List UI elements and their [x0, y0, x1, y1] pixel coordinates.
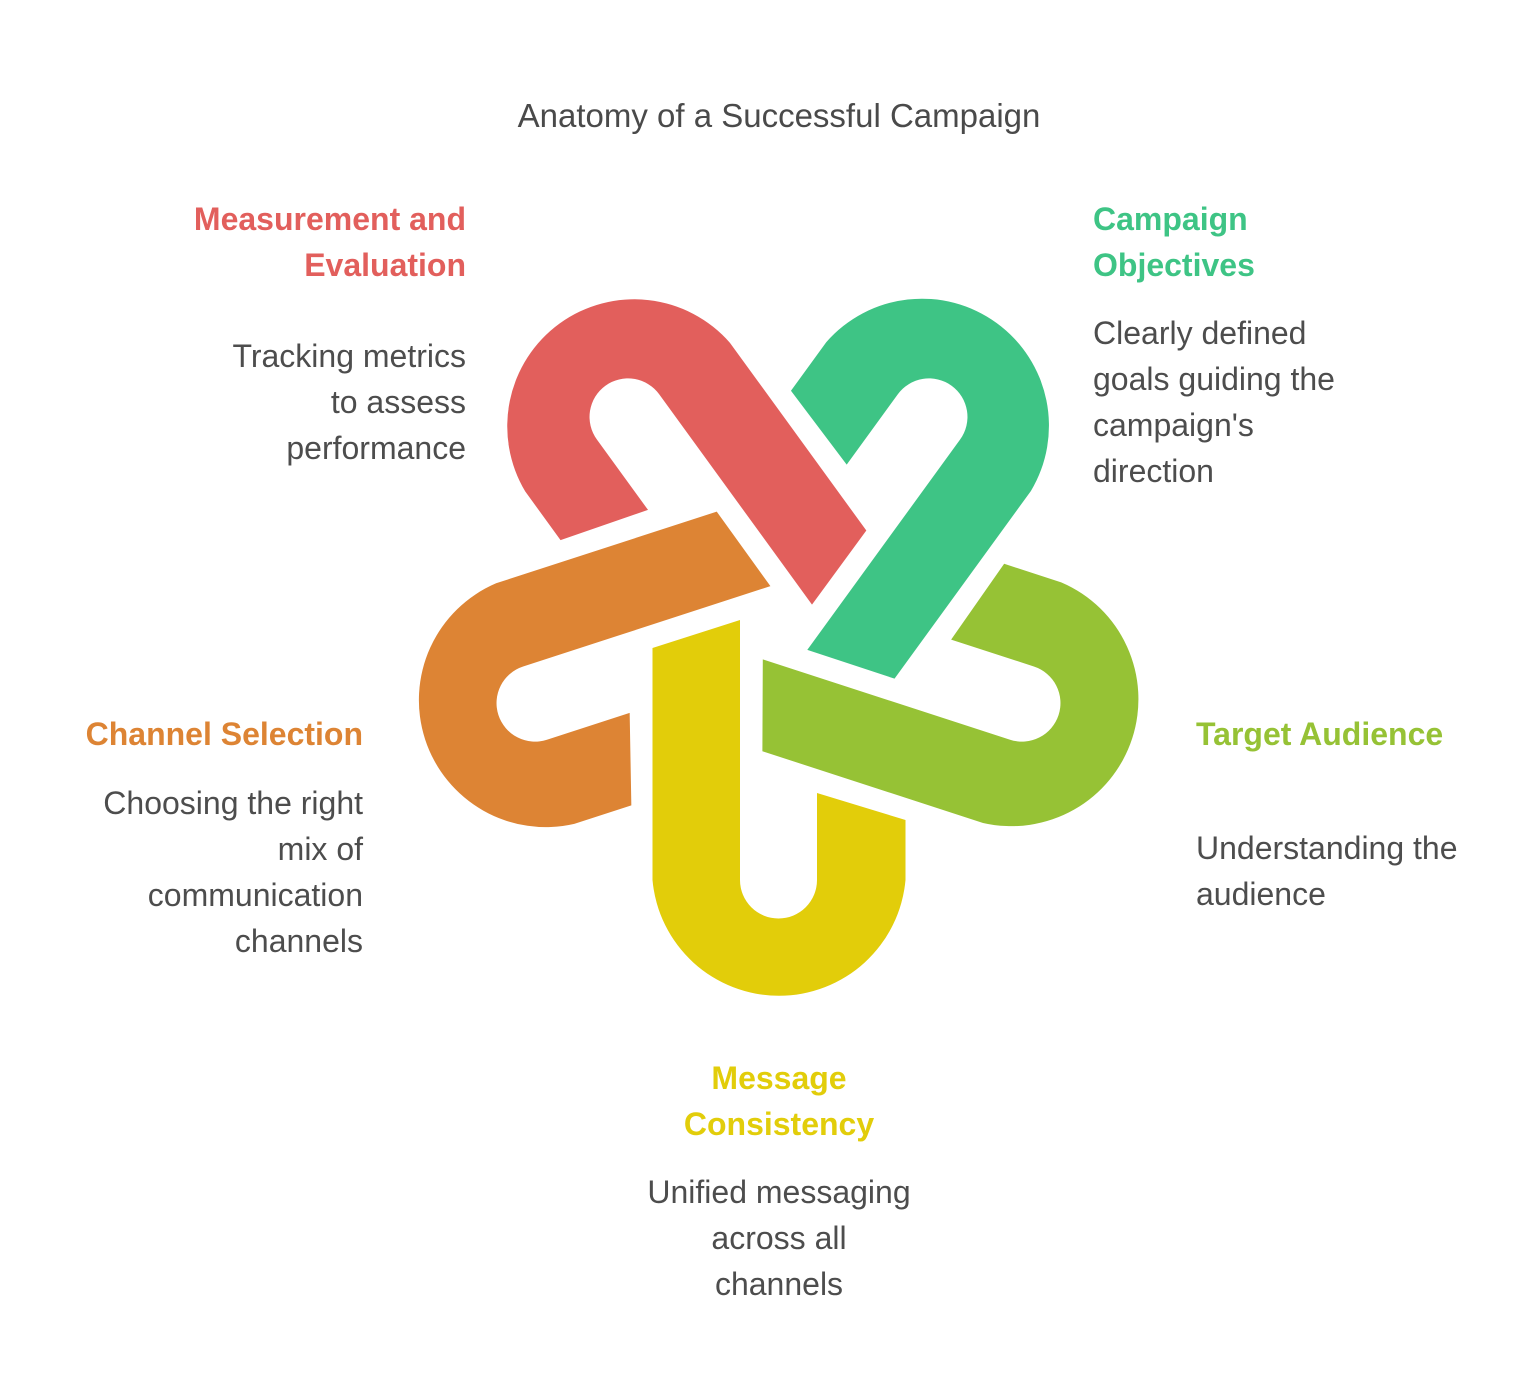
- diagram-title: Anatomy of a Successful Campaign: [517, 97, 1041, 134]
- channel-description: Choosing the right mix of communication cha…: [103, 780, 363, 964]
- audience-knot-segment: [762, 563, 1139, 827]
- measurement-heading-line: Evaluation: [304, 247, 466, 283]
- channel-body-line: channels: [234, 923, 363, 959]
- audience-heading: Target Audience: [1196, 711, 1443, 757]
- consistency-knot-segment: [652, 620, 906, 996]
- audience-description: Understanding the audience: [1196, 825, 1458, 917]
- channel-knot-segment: [418, 511, 771, 828]
- objectives-body-line: direction: [1093, 453, 1214, 489]
- consistency-heading-line: Consistency: [683, 1106, 875, 1142]
- consistency-body-line: Unified messaging: [647, 1174, 911, 1210]
- consistency-body-line: channels: [714, 1266, 844, 1302]
- consistency-description: Unified messaging across all channels: [479, 1169, 1079, 1307]
- channel-heading-line: Channel Selection: [85, 716, 363, 752]
- channel-body-line: mix of: [277, 831, 363, 867]
- objectives-body-line: Clearly defined: [1093, 315, 1307, 351]
- audience-body-line: Understanding the: [1196, 830, 1458, 866]
- audience-body-line: audience: [1196, 876, 1326, 912]
- consistency-heading-line: Message: [711, 1060, 847, 1096]
- objectives-knot-segment: [790, 298, 1049, 679]
- measurement-body-line: performance: [286, 430, 466, 466]
- objectives-description: Clearly defined goals guiding the campaign…: [1093, 310, 1335, 494]
- objectives-body-line: goals guiding the: [1093, 361, 1335, 397]
- measurement-heading-line: Measurement and: [193, 201, 466, 237]
- objectives-heading-line: Campaign: [1093, 201, 1248, 237]
- measurement-body-line: to assess: [330, 384, 466, 420]
- objectives-heading-line: Objectives: [1093, 247, 1255, 283]
- objectives-body-line: campaign's: [1093, 407, 1254, 443]
- measurement-knot-segment: [507, 299, 867, 605]
- measurement-description: Tracking metrics to assess performance: [232, 333, 466, 471]
- audience-heading-line: Target Audience: [1196, 716, 1444, 752]
- channel-body-line: communication: [147, 877, 363, 913]
- measurement-body-line: Tracking metrics: [232, 338, 466, 374]
- channel-body-line: Choosing the right: [103, 785, 363, 821]
- consistency-body-line: across all: [711, 1220, 847, 1256]
- channel-heading: Channel Selection: [86, 711, 363, 757]
